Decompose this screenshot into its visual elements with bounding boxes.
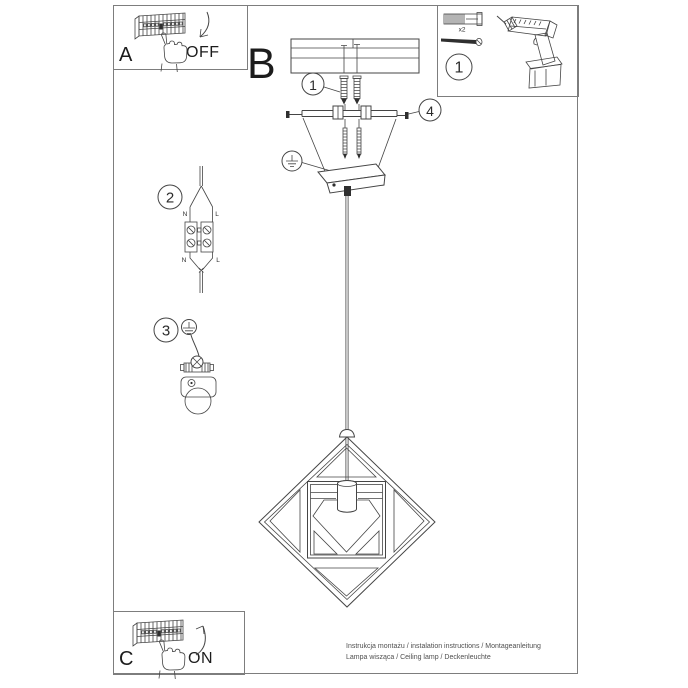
live-label-top: L (215, 211, 219, 218)
power-off-box (113, 5, 248, 70)
wire-connector-icon: N L N L (182, 166, 220, 293)
neutral-label-top: N (183, 211, 188, 218)
power-on-box (113, 611, 245, 675)
section-c-label: C (119, 648, 134, 670)
step2-badge: 2 (157, 184, 183, 210)
hand-icon (160, 32, 188, 73)
section-b-label: B (247, 40, 276, 88)
svg-text:4: 4 (426, 103, 434, 119)
screw-icon (441, 38, 483, 47)
pendant-cord (345, 196, 349, 484)
hand-icon (158, 639, 186, 680)
caption-line-2: Lampa wisząca / Ceiling lamp / Deckenleu… (346, 653, 491, 661)
svg-text:2: 2 (166, 190, 174, 207)
earth-terminal-icon (180, 319, 217, 415)
ceiling-icon (290, 38, 420, 74)
caption: Instrukcja montażu / instalation instruc… (346, 642, 578, 663)
page-border (113, 5, 578, 674)
live-label-bottom: L (216, 257, 220, 264)
wall-anchor-icon (443, 12, 483, 26)
circuit-breaker-on-icon (132, 619, 206, 680)
arrow-off-icon (199, 11, 210, 38)
gem-cutout (312, 499, 381, 553)
caption-line-1: Instrukcja montażu / instalation instruc… (346, 643, 541, 650)
canopy-icon (317, 163, 386, 196)
pendant-lamp-icon (258, 428, 436, 608)
neutral-label-bottom: N (182, 257, 187, 264)
svg-text:1: 1 (455, 60, 464, 77)
section-a-label: A (119, 44, 133, 66)
tools-box (437, 5, 579, 97)
drill-icon (496, 15, 563, 89)
power-on-text: ON (188, 650, 213, 667)
anchor-screws-icon (339, 75, 362, 105)
arrow-on-icon (195, 625, 206, 656)
anchor-quantity-label: x2 (459, 27, 466, 34)
ground-symbol-icon (281, 150, 332, 172)
mounting-bracket-icon (286, 104, 409, 182)
tools-step-badge: 1 (445, 53, 473, 81)
step4-badge: 4 (408, 98, 442, 122)
svg-text:1: 1 (309, 77, 317, 93)
power-off-text: OFF (186, 44, 220, 61)
step1-badge: 1 (301, 72, 341, 96)
circuit-breaker-off-icon (134, 11, 210, 73)
svg-text:3: 3 (162, 323, 170, 340)
step3-badge: 3 (153, 317, 179, 343)
